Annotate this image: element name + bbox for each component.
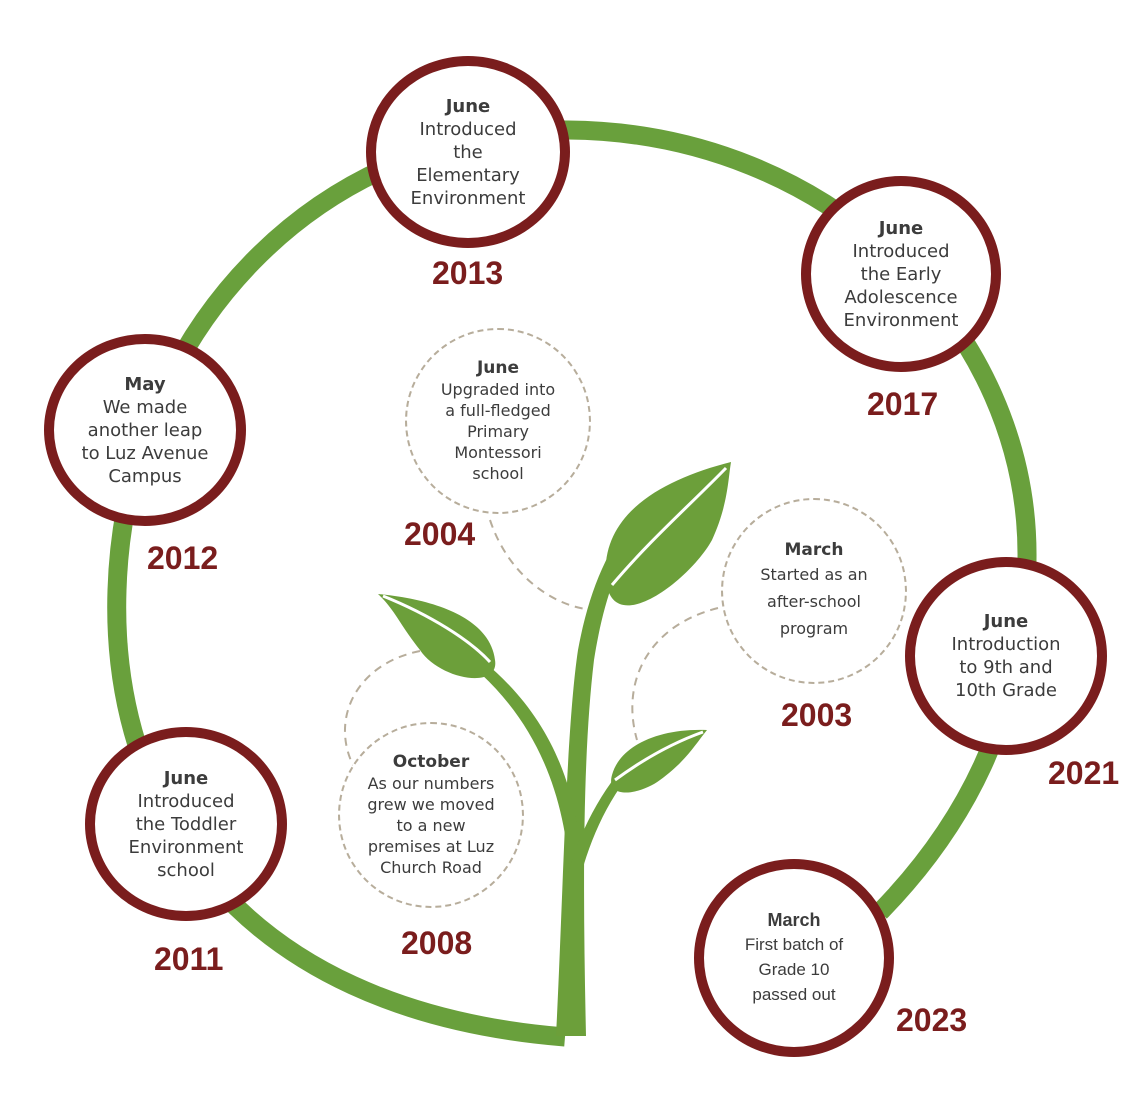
year-label-2012: 2012 (147, 540, 219, 576)
milestone-text: Upgraded into a full-fledged Primary Mon… (440, 380, 556, 483)
milestone-2011-circle: June Introduced the Toddler Environment … (85, 727, 287, 921)
leaf-top-icon (605, 462, 731, 606)
milestone-2012-circle: May We made another leap to Luz Avenue C… (44, 334, 246, 526)
milestone-2003-circle: March Started as an after-school program (721, 498, 907, 684)
year-label-2023: 2023 (896, 1002, 968, 1038)
milestone-text: Introduction to 9th and 10th Grade (951, 634, 1061, 701)
year-label-2011: 2011 (154, 941, 224, 977)
milestone-month: June (878, 217, 924, 239)
milestone-2008-circle: October As our numbers grew we moved to … (338, 722, 524, 908)
milestone-text: First batch of Grade 10 passed out (744, 935, 844, 1004)
milestone-2004-circle: June Upgraded into a full-fledged Primar… (405, 328, 591, 514)
milestone-month: June (163, 767, 209, 789)
milestone-text: We made another leap to Luz Avenue Campu… (81, 396, 209, 487)
plant-branch-left (449, 640, 582, 880)
connector-2008 (344, 650, 421, 781)
leaf-left-icon (378, 594, 496, 679)
leaf-right-icon (611, 729, 707, 793)
milestone-2023-circle: March First batch of Grade 10 passed out (694, 859, 894, 1057)
milestone-month: June (476, 358, 520, 378)
milestone-text: Introduced the Elementary Environment (410, 118, 526, 209)
year-label-2008: 2008 (401, 925, 473, 961)
milestone-month: March (784, 540, 844, 560)
year-label-2021: 2021 (1048, 755, 1120, 791)
milestone-text: As our numbers grew we moved to a new pr… (367, 774, 495, 877)
year-label-2004: 2004 (404, 516, 476, 552)
milestone-2017-circle: June Introduced the Early Adolescence En… (801, 176, 1001, 372)
plant-stem (556, 498, 660, 1036)
milestone-month: May (124, 373, 166, 395)
milestone-month: June (983, 611, 1029, 632)
milestone-text: Introduced the Toddler Environment schoo… (128, 790, 244, 881)
connector-2004 (489, 519, 599, 611)
year-label-2017: 2017 (867, 386, 939, 422)
milestone-month: March (767, 910, 821, 930)
milestone-text: Started as an after-school program (760, 565, 868, 638)
year-label-2013: 2013 (432, 255, 504, 291)
milestone-text: Introduced the Early Adolescence Environ… (843, 240, 959, 331)
milestone-2021-circle: June Introduction to 9th and 10th Grade (905, 557, 1107, 755)
milestone-month: June (445, 95, 491, 117)
year-label-2003: 2003 (781, 697, 853, 733)
milestone-month: October (392, 752, 470, 772)
milestone-2013-circle: June Introduced the Elementary Environme… (366, 56, 570, 248)
plant-branch-right (562, 755, 640, 900)
connector-2003 (631, 607, 719, 741)
